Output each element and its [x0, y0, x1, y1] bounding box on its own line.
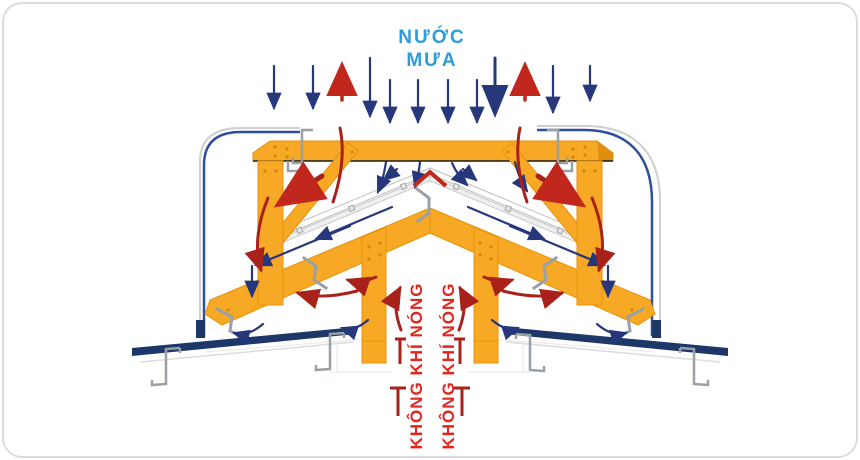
z-purlin — [314, 331, 346, 372]
z-purlin — [678, 346, 710, 387]
right-mid-bracket — [531, 255, 559, 291]
hot-air-flow-arrows — [244, 126, 616, 416]
left-column — [257, 160, 284, 306]
rivets — [226, 145, 634, 312]
title-line-1: NƯỚC — [398, 27, 466, 48]
hot-air-label-right: KHÔNG KHÍ NÓNG — [439, 282, 458, 450]
hot-air-label-left: KHÔNG KHÍ NÓNG — [407, 282, 426, 450]
z-purlin — [514, 332, 546, 373]
apex-bracket — [414, 186, 431, 224]
right-flashing — [537, 125, 661, 338]
inner-legs — [361, 226, 499, 364]
diagram-title: NƯỚC MƯA — [352, 26, 512, 72]
left-leg — [361, 226, 387, 364]
water-flow-arrows — [231, 160, 629, 345]
apex-seal — [412, 169, 448, 188]
z-purlin — [150, 346, 182, 387]
left-mid-bracket — [301, 255, 329, 291]
title-line-2: MƯA — [406, 50, 458, 71]
left-flashing-foot — [196, 320, 205, 338]
hot-air-up-arrows — [326, 61, 541, 102]
right-flashing-foot — [652, 320, 661, 338]
hot-air-dashes — [390, 337, 470, 416]
right-leg — [473, 226, 499, 364]
roof-deck — [132, 327, 728, 387]
rain-arrows — [266, 56, 598, 125]
left-flashing — [196, 127, 300, 338]
right-column — [576, 160, 603, 306]
